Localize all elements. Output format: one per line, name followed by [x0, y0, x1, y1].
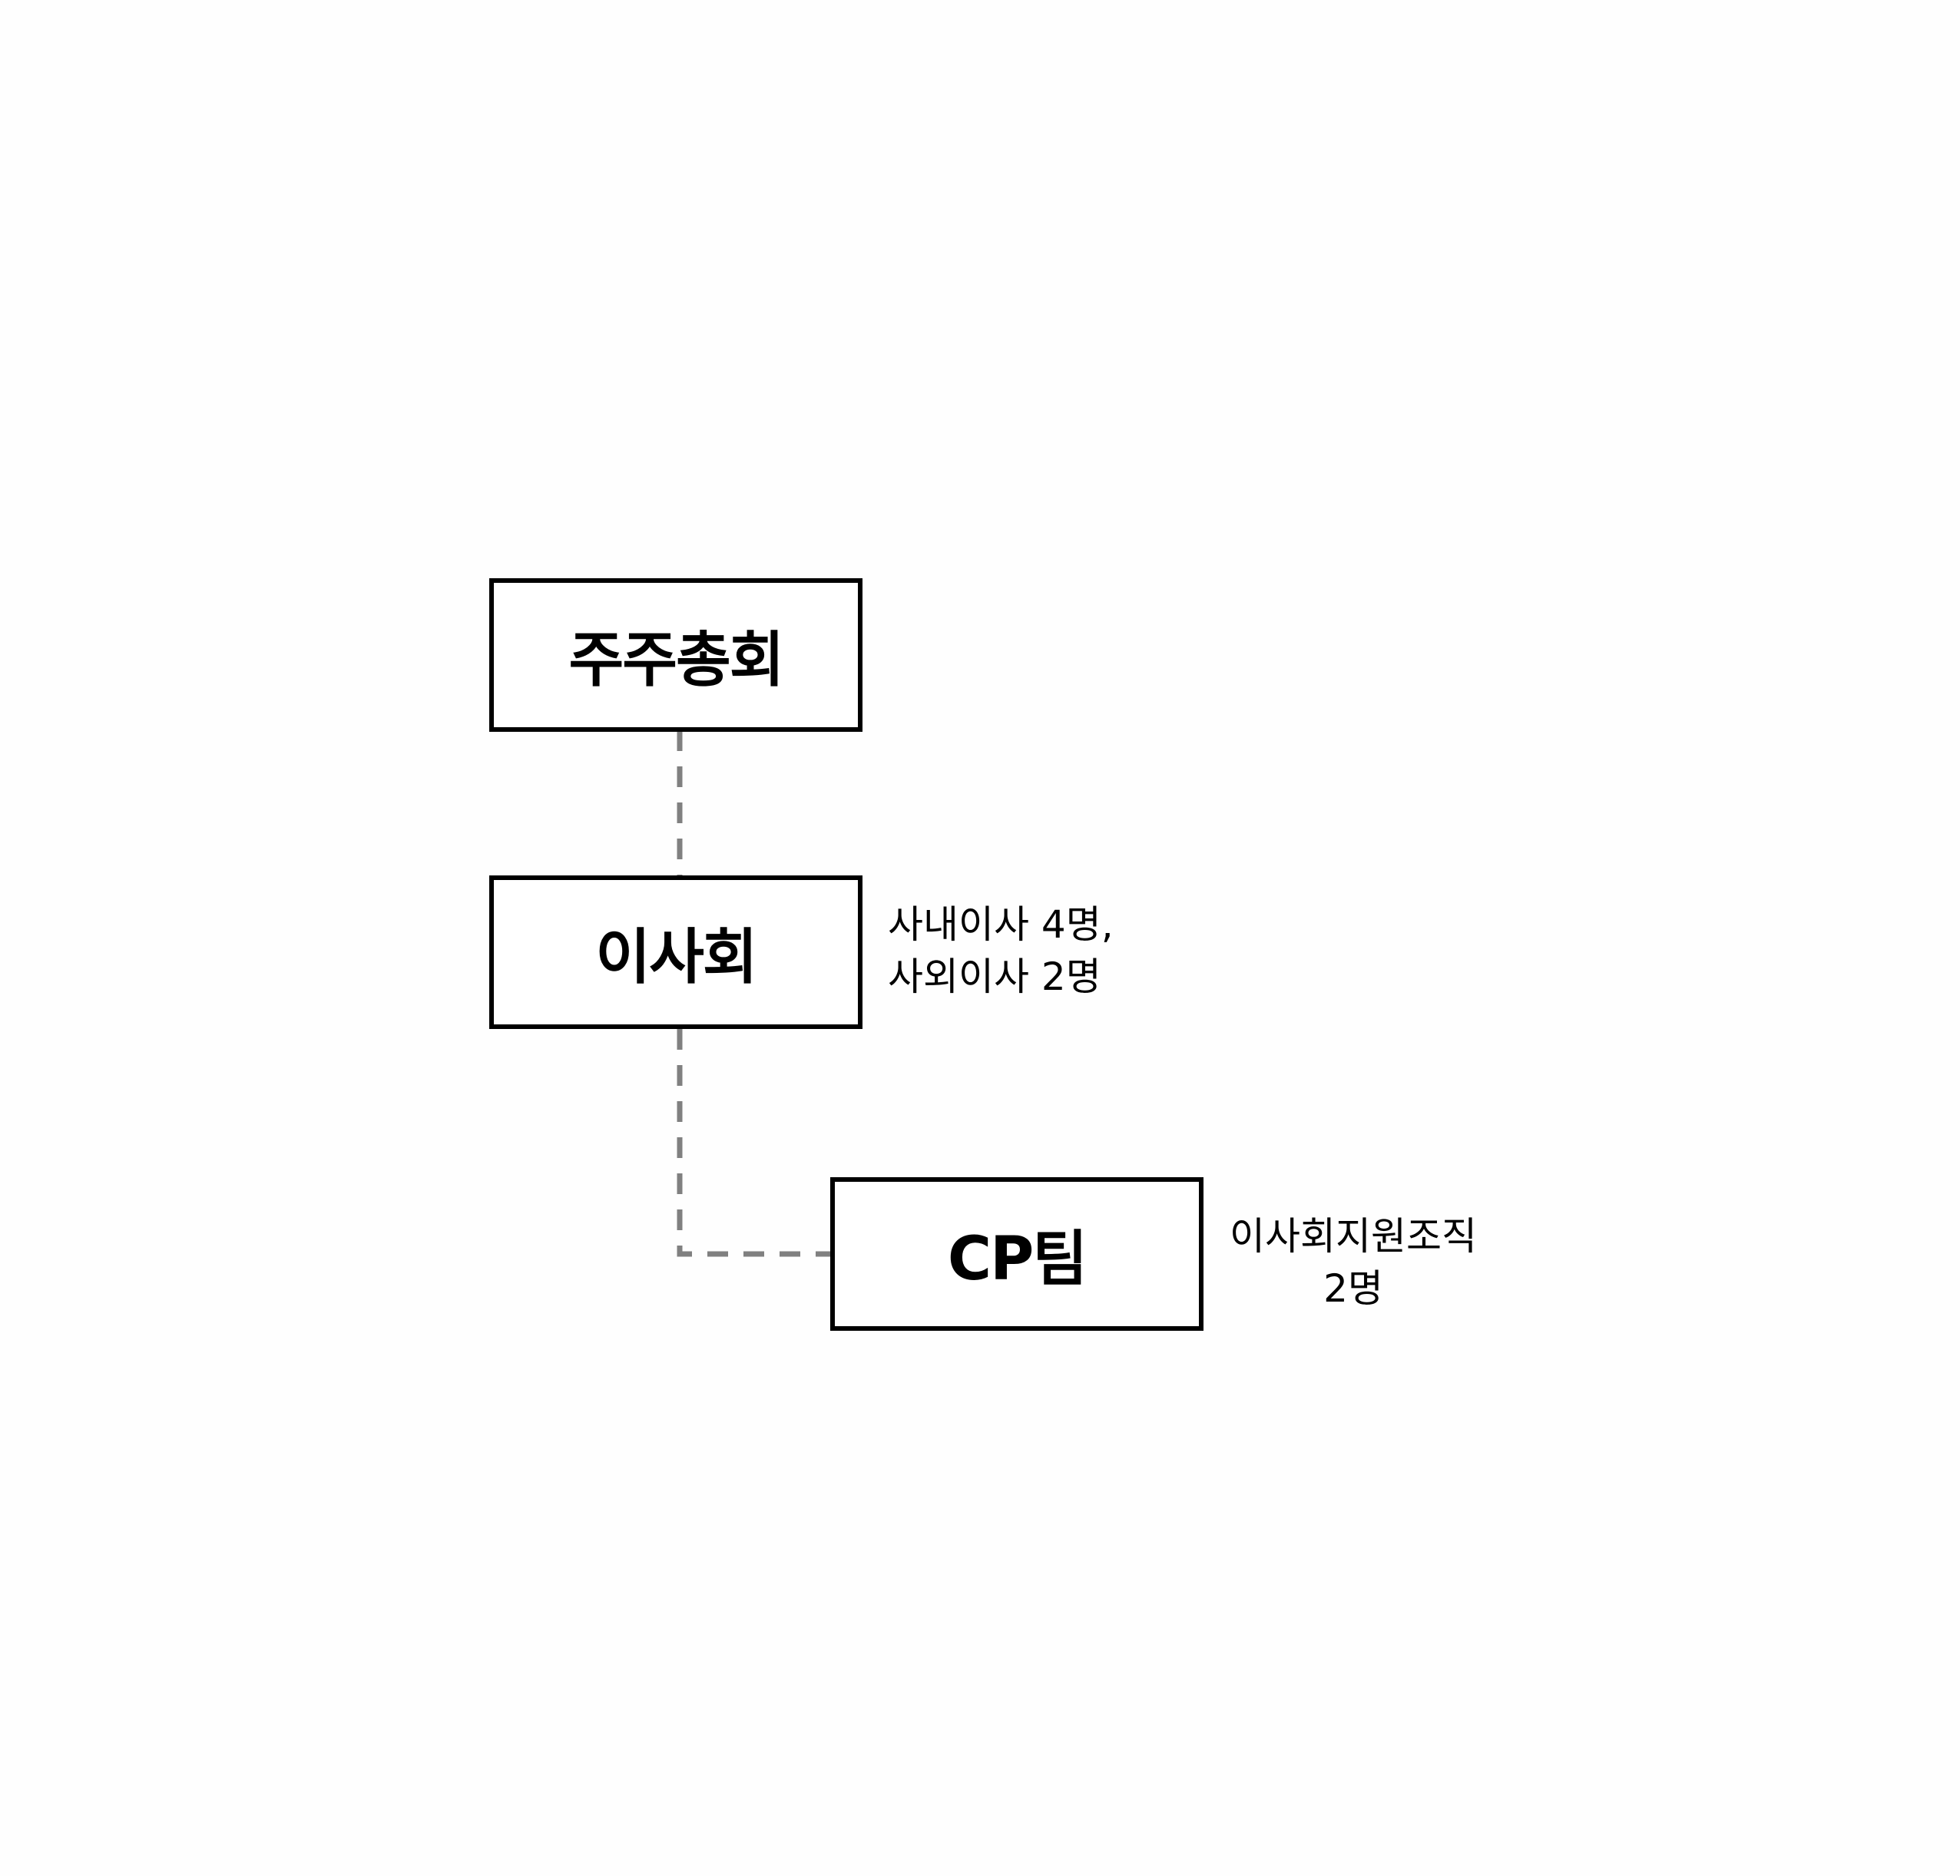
note-line: 사내이사 4명,	[888, 902, 1114, 947]
note-line: 사외이사 2명	[888, 955, 1101, 999]
note-line: 2명	[1323, 1266, 1383, 1311]
node-cp-team: CP팀	[830, 1177, 1203, 1331]
node-shareholders-meeting: 주주총회	[489, 578, 862, 732]
node-board: 이사회	[489, 875, 862, 1029]
note-line: 이사회지원조직	[1230, 1214, 1477, 1259]
node-label: CP팀	[947, 1225, 1088, 1294]
node-label: 이사회	[595, 923, 757, 992]
cp-team-note: 이사회지원조직 2명	[1223, 1210, 1484, 1315]
node-label: 주주총회	[568, 626, 784, 695]
board-note: 사내이사 4명, 사외이사 2명	[888, 898, 1114, 1003]
connector-board-cp-team	[677, 1029, 830, 1257]
